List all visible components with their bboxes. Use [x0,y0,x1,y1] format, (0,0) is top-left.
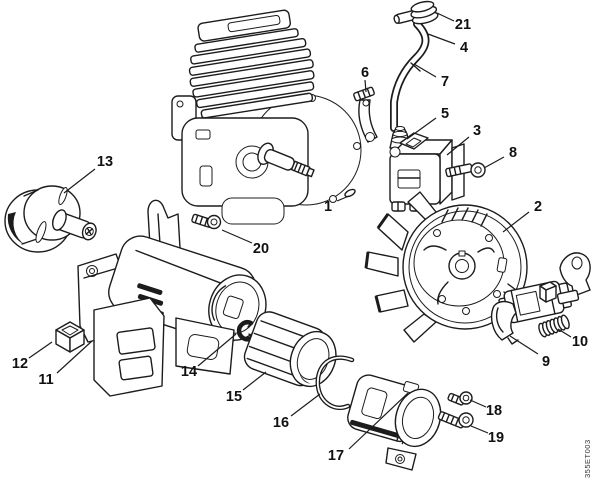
callout-2: 2 [534,199,542,215]
leader-line-7 [413,63,437,78]
callout-7: 7 [441,74,449,90]
ignition-coil-drawing [389,132,465,212]
leader-line-19 [470,425,489,434]
leader-lines [28,12,572,450]
screw-20-drawing [191,213,222,230]
woodruff-key-drawing [344,188,356,198]
flywheel-drawing [364,191,528,343]
callout-18: 18 [486,403,502,419]
callout-5: 5 [441,106,449,122]
leader-line-21 [436,12,455,22]
callout-9: 9 [542,354,550,370]
callout-12: 12 [12,356,28,372]
leader-line-10 [557,328,572,338]
callout-6: 6 [361,65,369,81]
leader-line-13 [63,168,96,194]
spark-plug-boot-drawing [393,0,439,25]
screw-8-drawing [445,162,486,178]
leader-line-5 [406,117,437,140]
callout-20: 20 [253,241,269,257]
callout-8: 8 [509,145,517,161]
leader-line-15 [242,371,267,391]
callout-3: 3 [473,123,481,139]
callout-19: 19 [488,430,504,446]
figure-code: 355ET003 [583,439,592,478]
clutch-drum-drawing [4,185,97,253]
callout-21: 21 [455,17,471,33]
leader-line-9 [509,335,539,355]
leader-line-11 [56,340,93,374]
leader-line-20 [221,229,253,244]
spring-drawing [538,314,570,338]
callout-13: 13 [97,154,113,170]
wire-clip-drawing [315,355,355,410]
coupling-sleeve-drawing [347,374,442,471]
leader-line-14 [197,333,237,367]
leader-line-6 [364,79,367,93]
callout-11: 11 [38,372,53,388]
callout-17: 17 [328,448,344,464]
leader-line-16 [290,393,321,417]
callout-14: 14 [181,364,197,380]
pawl-bracket-drawing [539,252,591,305]
leader-line-8 [483,156,505,169]
callout-4: 4 [460,40,468,56]
plug-drawing [55,321,85,353]
leader-line-1 [336,195,350,202]
ribbed-sleeve-drawing [243,311,337,388]
callout-15: 15 [226,389,242,405]
leader-line-12 [28,341,53,359]
leader-line-18 [469,399,487,408]
starter-pawl-drawing [490,300,519,345]
leader-line-2 [502,211,530,233]
callout-labels: 1 2 3 4 5 6 7 8 9 10 11 12 13 14 15 16 1… [12,17,588,464]
lever-drawing [353,86,378,143]
leader-line-3 [446,136,470,156]
engine-cylinder-drawing [171,9,362,225]
leader-line-17 [348,392,409,450]
screw-19-drawing [437,411,474,429]
ignition-wire-drawing [390,20,430,132]
screw-18-drawing [447,391,473,406]
leader-line-4 [427,33,456,45]
callout-16: 16 [273,415,289,431]
callout-1: 1 [324,199,332,215]
callout-10: 10 [572,334,588,350]
fan-housing-drawing [77,199,267,397]
